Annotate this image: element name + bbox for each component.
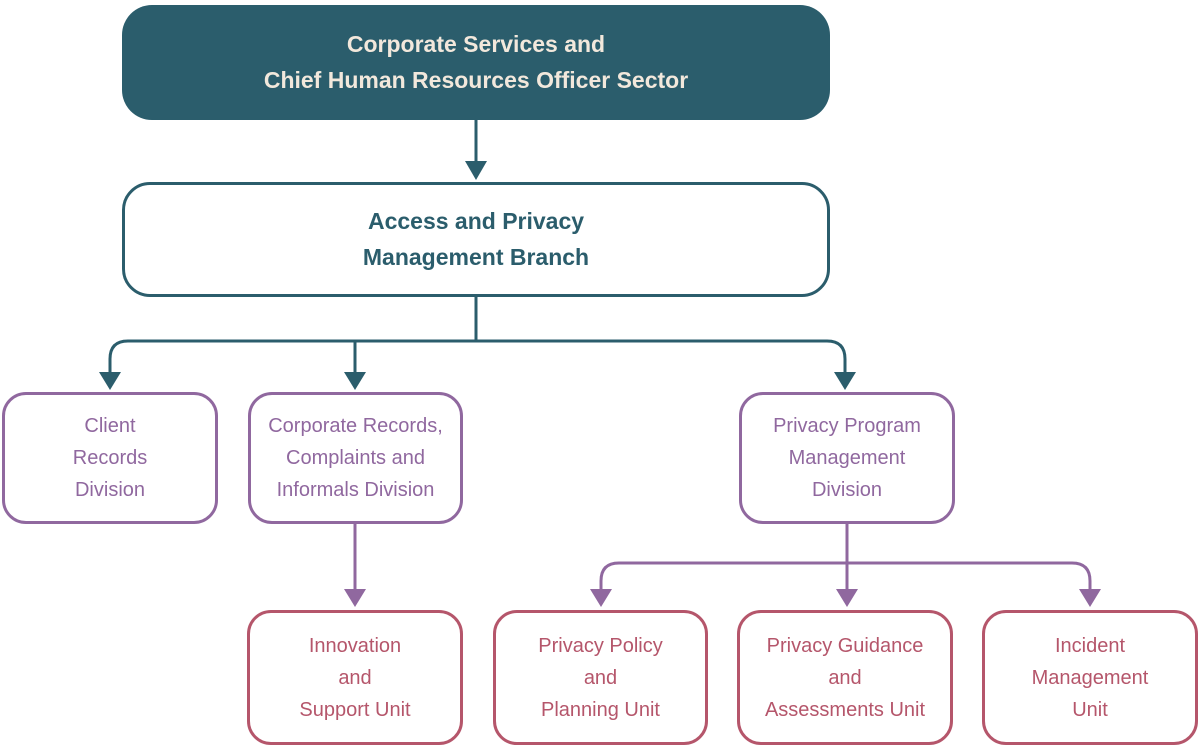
label-line: Access and Privacy [367, 207, 585, 234]
label-line: and [828, 666, 862, 689]
label-line: Complaints and [286, 447, 425, 469]
label-line: Support Unit [299, 698, 411, 721]
label-line: Client [84, 415, 136, 437]
node-incident-management-unit: Incident Management Unit [982, 610, 1198, 745]
label-line: Management [788, 447, 906, 469]
node-corporate-services-sector: Corporate Services and Chief Human Resou… [122, 5, 830, 120]
label-line: Management Branch [362, 243, 590, 270]
label-line: Records [72, 447, 148, 469]
node-label: Client Records Division [5, 410, 215, 506]
node-label: Innovation and Support Unit [250, 630, 460, 726]
node-label: Privacy Policy and Planning Unit [496, 630, 705, 726]
label-line: Informals Division [276, 479, 435, 501]
label-line: Planning Unit [541, 698, 660, 721]
arrowhead-incident [1079, 589, 1101, 607]
label-line: Incident [1054, 634, 1126, 657]
edge-privacy-program-units [599, 524, 1092, 590]
label-line: and [583, 666, 618, 689]
label-line: Innovation [308, 634, 402, 657]
node-privacy-program-division: Privacy Program Management Division [739, 392, 955, 524]
node-label: Access and Privacy Management Branch [125, 204, 827, 275]
label-line: Division [74, 479, 146, 501]
edge-branch-divisions [108, 297, 847, 374]
node-access-privacy-branch: Access and Privacy Management Branch [122, 182, 830, 297]
arrowhead-privacy-policy [590, 589, 612, 607]
label-line: Privacy Program [773, 415, 921, 437]
label-line: and [338, 666, 372, 689]
node-label: Corporate Records, Complaints and Inform… [251, 410, 460, 506]
arrowhead-client-records [99, 372, 121, 390]
arrowhead-privacy-program [834, 372, 856, 390]
node-privacy-policy-unit: Privacy Policy and Planning Unit [493, 610, 708, 745]
label-line: Privacy Policy [538, 634, 663, 657]
node-label: Privacy Guidance and Assessments Unit [740, 630, 950, 726]
node-client-records-division: Client Records Division [2, 392, 218, 524]
label-line: Corporate Records, [268, 415, 443, 437]
node-privacy-guidance-unit: Privacy Guidance and Assessments Unit [737, 610, 953, 745]
node-label: Incident Management Unit [985, 630, 1195, 726]
node-label: Privacy Program Management Division [742, 410, 952, 506]
arrowhead-privacy-guidance [836, 589, 858, 607]
node-corporate-records-division: Corporate Records, Complaints and Inform… [248, 392, 463, 524]
label-line: Corporate Services and [346, 30, 606, 57]
label-line: Assessments Unit [764, 698, 926, 721]
node-label: Corporate Services and Chief Human Resou… [122, 27, 830, 98]
label-line: Chief Human Resources Officer Sector [263, 66, 689, 93]
arrowhead-branch [465, 161, 487, 180]
node-innovation-support-unit: Innovation and Support Unit [247, 610, 463, 745]
label-line: Management [1031, 666, 1149, 689]
arrowhead-innovation [344, 589, 366, 607]
label-line: Division [811, 479, 883, 501]
arrowhead-corporate-records [344, 372, 366, 390]
label-line: Unit [1072, 698, 1108, 721]
label-line: Privacy Guidance [766, 634, 924, 657]
